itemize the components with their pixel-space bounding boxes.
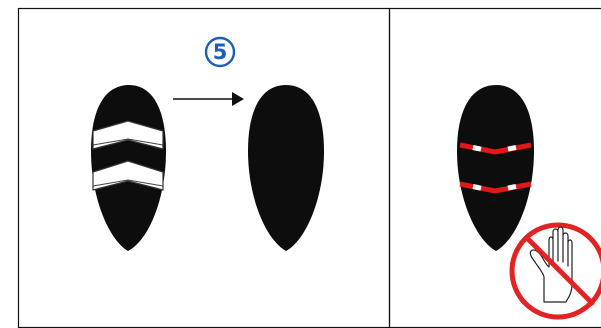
step-badge: 5 [204,36,236,68]
left-panel-frame [17,7,391,328]
no-hand-icon [509,222,601,320]
nail-shape-right [457,85,534,251]
right-arrow-icon [173,92,244,106]
step-number: 5 [213,40,228,64]
tape-inner-line-upper [92,138,164,146]
nail-with-tape [91,85,166,251]
stripe-lower [459,181,532,194]
nail-shape-middle [248,85,324,251]
stripe-upper [459,142,532,155]
nail-with-stripes [457,85,534,251]
tape-inner-line-lower [92,179,164,187]
